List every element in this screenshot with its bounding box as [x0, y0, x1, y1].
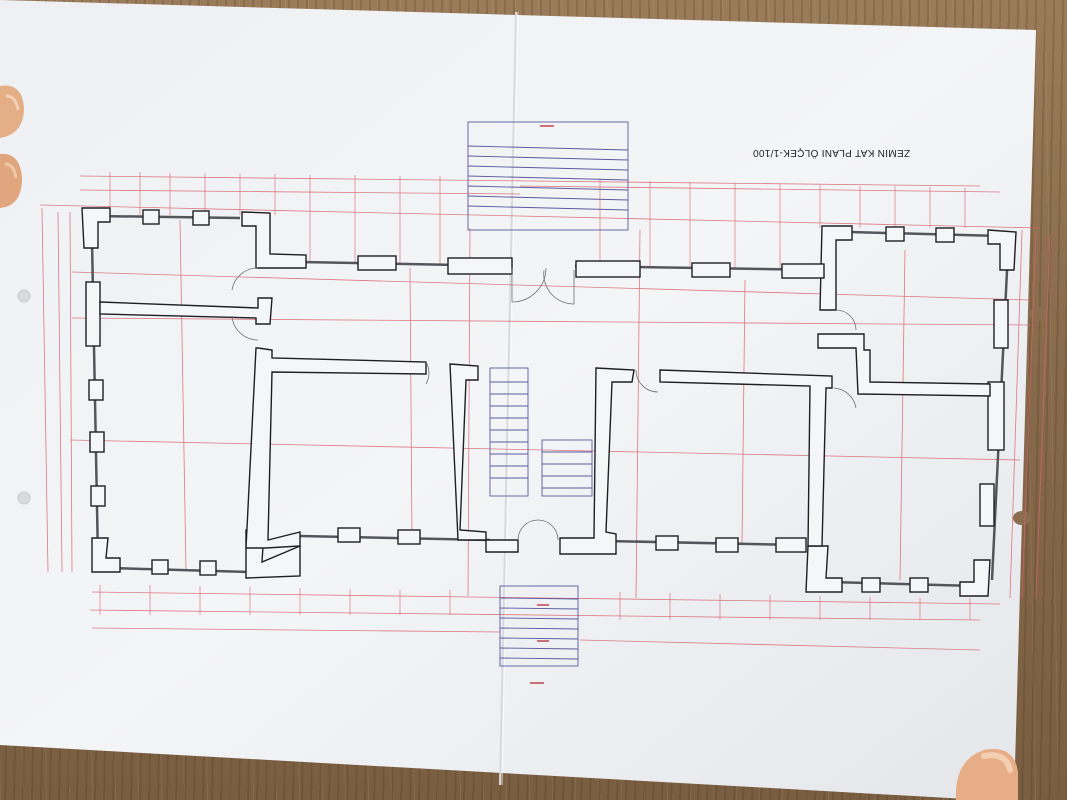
south-entrance-stairs: [499, 585, 579, 667]
punch-hole: [17, 289, 31, 303]
paper-fold: [499, 11, 517, 786]
left-finger-bottom: [0, 153, 22, 208]
doors: [231, 267, 857, 541]
building-walls: [81, 207, 1017, 597]
drawing-title: ZEMIN KAT PLANI ÖLÇEK-1/100: [752, 147, 910, 158]
left-finger-top: [0, 85, 24, 138]
interior-stairs: [489, 367, 593, 497]
punch-hole: [1029, 307, 1047, 321]
right-thumb: [955, 748, 1018, 800]
dimension-lines: [39, 175, 1051, 651]
paper-sheet: [0, 0, 1036, 800]
punch-hole: [1013, 511, 1031, 525]
punch-hole: [17, 491, 31, 505]
north-entrance-stairs: [467, 121, 629, 231]
